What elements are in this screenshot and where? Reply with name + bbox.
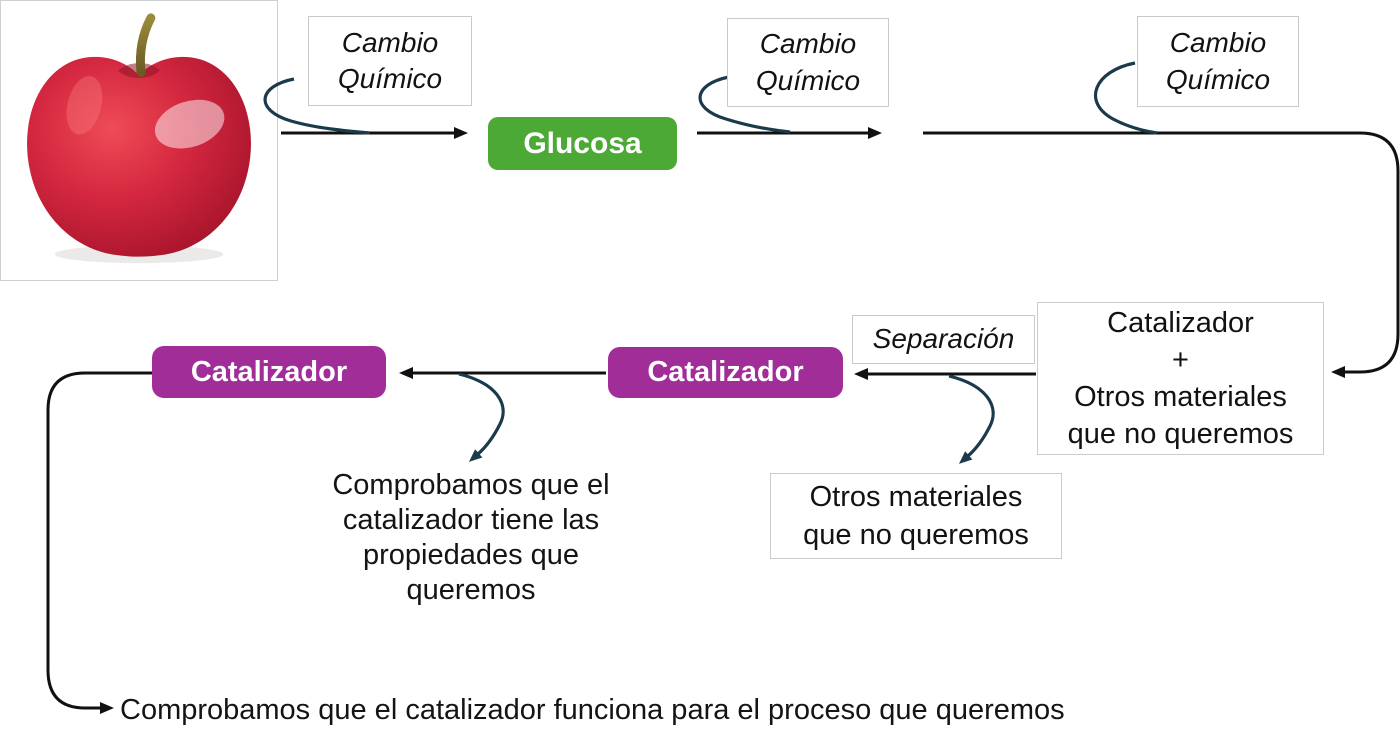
arrow-loop-to-process-check (46, 371, 152, 714)
node-catalyst-left: Catalizador (152, 346, 386, 398)
label-text: Cambio Químico (337, 26, 443, 94)
box-catalyst-plus-other-materials: Catalizador + Otros materiales que no qu… (1037, 302, 1324, 455)
mixture-line: + (1172, 343, 1189, 376)
node-catalyst-middle: Catalizador (608, 347, 843, 398)
mixture-line: que no queremos (1067, 417, 1294, 450)
label-text: Cambio Químico (1165, 27, 1271, 95)
label-text: Cambio Químico (755, 28, 861, 96)
node-glucose: Glucosa (488, 117, 677, 170)
apple-illustration (27, 13, 251, 264)
node-label: Catalizador (190, 355, 348, 388)
box-other-materials: Otros materiales que no queremos (770, 473, 1062, 559)
apple-image (0, 0, 278, 281)
swoosh-to-properties-check (458, 372, 505, 462)
mixture-line: Catalizador (1107, 306, 1254, 339)
note-process-check: Comprobamos que el catalizador funciona … (120, 694, 1065, 726)
label-separation: Separación (852, 315, 1035, 364)
label-chemical-change-2: Cambio Químico (727, 18, 889, 107)
label-chemical-change-3: Cambio Químico (1137, 16, 1299, 107)
mixture-line: Otros materiales (1074, 380, 1287, 413)
swoosh-separation-to-other-materials (948, 374, 995, 464)
label-chemical-change-1: Cambio Químico (308, 16, 472, 106)
node-label: Glucosa (523, 126, 642, 160)
note-properties-check: Comprobamos que el catalizador tiene las… (332, 469, 610, 606)
node-label: Catalizador (647, 356, 804, 388)
box-text: Otros materiales que no queremos (803, 481, 1029, 551)
label-text: Separación (872, 323, 1015, 355)
apple-stem (135, 13, 156, 77)
